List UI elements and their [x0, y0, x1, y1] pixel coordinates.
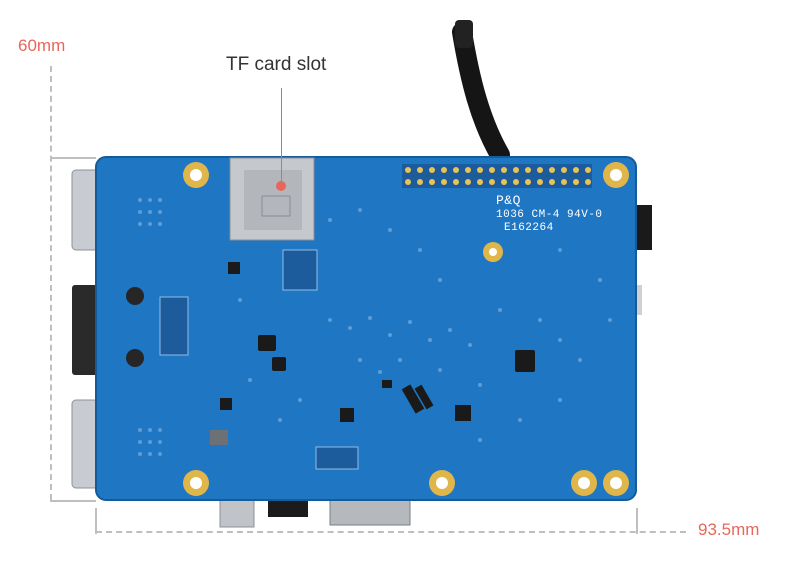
- cable: [452, 22, 510, 165]
- width-dimension-line: [96, 531, 686, 533]
- mounting-holes: [183, 162, 629, 496]
- height-tick-bottom: [50, 500, 96, 502]
- tf-slot-leader-dot: [276, 181, 286, 191]
- right-button: [636, 205, 652, 250]
- height-dimension-line: [50, 66, 52, 500]
- tf-slot-label: TF card slot: [226, 54, 327, 75]
- width-tick-left: [95, 508, 97, 534]
- ethernet-port: [72, 285, 102, 375]
- silkscreen-box: [315, 446, 359, 470]
- width-dimension-label: 93.5mm: [698, 520, 760, 539]
- board-cert-marking: 1036 CM-4 94V-0: [496, 209, 603, 221]
- components: [220, 262, 535, 422]
- inductor: [210, 430, 228, 445]
- height-dimension-label: 60mm: [18, 36, 66, 55]
- pad-field: [138, 198, 612, 456]
- width-tick-right: [636, 508, 638, 534]
- cable-tip: [455, 20, 473, 48]
- board-serial-marking: E162264: [504, 222, 554, 234]
- tf-slot-leader-line: [281, 88, 282, 183]
- pcb: [96, 157, 636, 500]
- height-tick-top: [50, 157, 96, 159]
- board-maker-marking: P&Q: [496, 193, 521, 208]
